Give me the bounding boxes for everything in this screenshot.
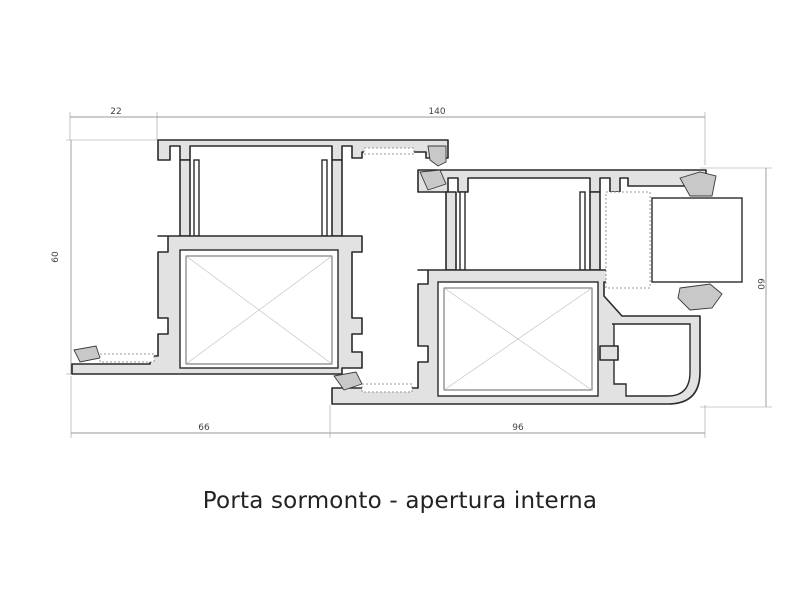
dimension-label-bottom-left: 66 [198,423,210,433]
dimension-label-top-total: 140 [428,107,445,117]
drawing-caption: Porta sormonto - apertura interna [202,488,598,514]
dimension-label-top-left: 22 [110,107,121,117]
left-frame-profile [71,139,449,375]
dimension-label-right-height: 60 [755,278,765,290]
dimension-label-left-height: 60 [51,251,61,263]
right-sash-profile [331,169,743,405]
dimension-label-bottom-right: 96 [512,423,524,433]
dimension-lines [66,112,772,438]
